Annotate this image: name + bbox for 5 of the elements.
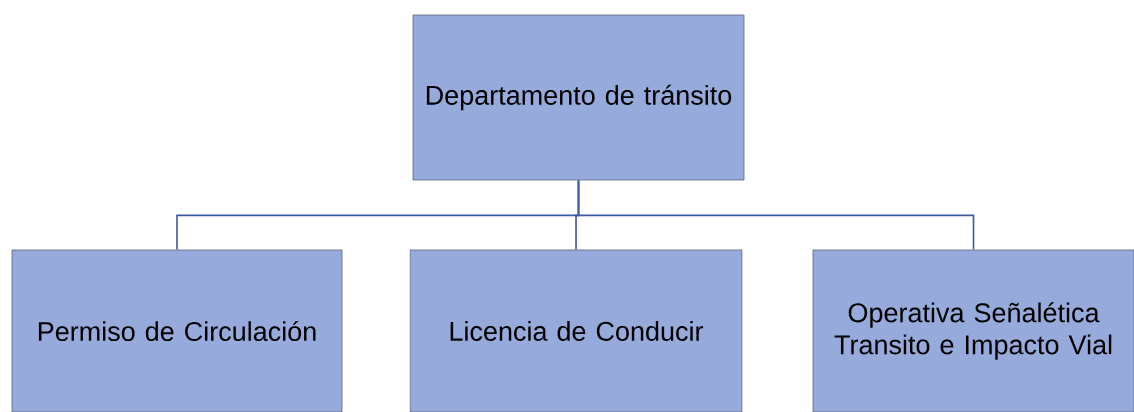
org-box: Licencia de Conducir (409, 249, 743, 412)
connector (577, 179, 975, 251)
org-box: Operativa Señalética Transito e Impacto Vial (812, 249, 1134, 412)
org-box: Permiso de Circulación (11, 249, 343, 412)
org-box: Departamento de tránsito (412, 14, 745, 181)
